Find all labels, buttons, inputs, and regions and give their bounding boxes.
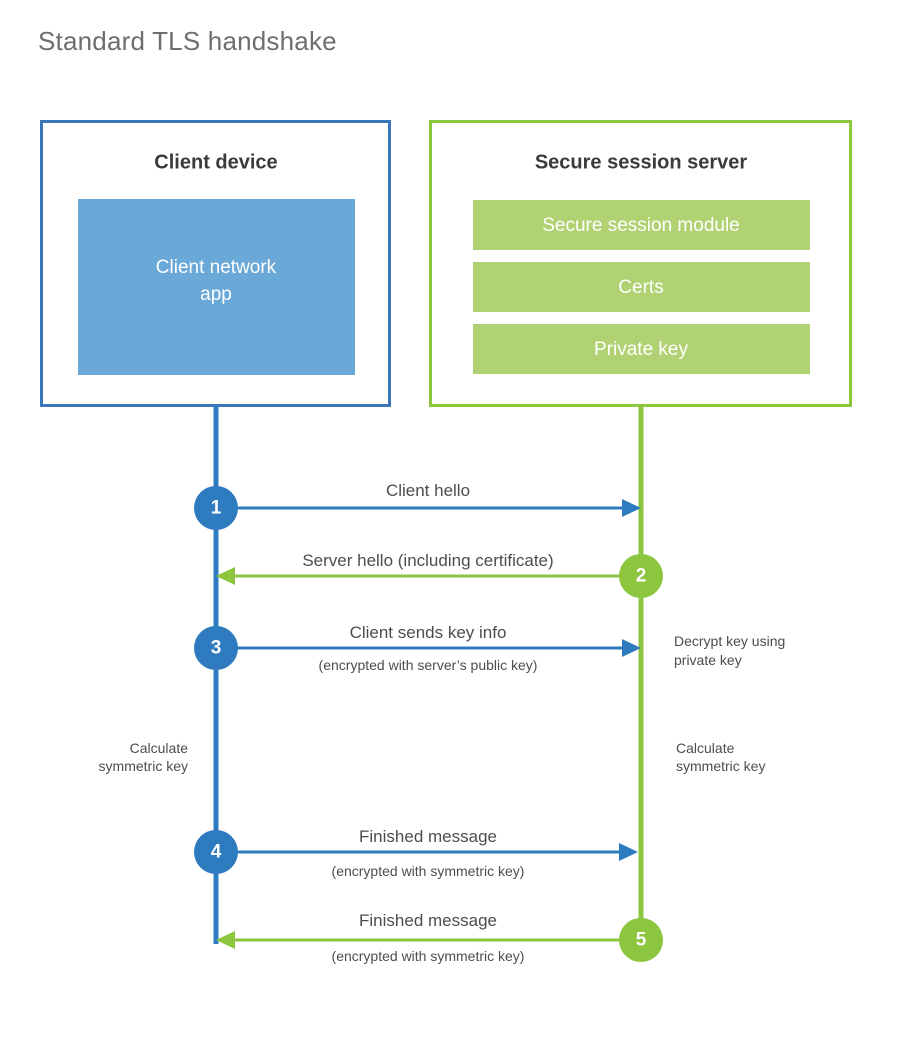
step-2-label: Server hello (including certificate) xyxy=(302,551,553,570)
step-5-label: Finished message xyxy=(359,911,497,930)
step-5-group: Finished message (encrypted with symmetr… xyxy=(216,911,663,964)
step-5-arrowhead xyxy=(216,931,235,949)
step-3-label: Client sends key info xyxy=(350,623,507,642)
client-device-box: Client device Client network app xyxy=(40,120,391,407)
secure-session-server-box: Secure session server Secure session mod… xyxy=(429,120,852,407)
client-calculate-symmetric-key-note: Calculate symmetric key xyxy=(99,740,189,774)
step-4-group: Finished message (encrypted with symmetr… xyxy=(194,827,638,879)
step-1-marker xyxy=(194,486,238,530)
step-3-number: 3 xyxy=(211,638,222,659)
server-module-label-2: Private key xyxy=(594,339,688,360)
server-module-block-2 xyxy=(473,324,810,374)
step-5-marker xyxy=(619,918,663,962)
client-calc-note-line2: symmetric key xyxy=(99,758,188,774)
client-network-app-block xyxy=(78,199,355,375)
step-2-marker xyxy=(619,554,663,598)
step-2-number: 2 xyxy=(636,566,647,587)
step-4-label: Finished message xyxy=(359,827,497,846)
step-3-group: Client sends key info (encrypted with se… xyxy=(194,623,641,673)
decrypt-key-note: Decrypt key using private key xyxy=(674,633,785,668)
client-network-app-label-line2: app xyxy=(200,284,232,305)
step-1-label: Client hello xyxy=(386,481,470,500)
decrypt-key-note-line2: private key xyxy=(674,652,742,668)
client-network-app-label-line1: Client network xyxy=(156,257,277,278)
server-calc-note-line1: Calculate xyxy=(676,740,735,756)
step-4-sublabel: (encrypted with symmetric key) xyxy=(332,863,525,879)
secure-session-server-title: Secure session server xyxy=(535,151,748,173)
step-2-group: Server hello (including certificate) 2 xyxy=(216,551,663,598)
step-3-arrowhead xyxy=(622,639,641,657)
step-1-number: 1 xyxy=(211,498,222,519)
server-module-label-1: Certs xyxy=(618,277,663,298)
step-1-group: Client hello 1 xyxy=(194,481,641,530)
decrypt-key-note-line1: Decrypt key using xyxy=(674,633,785,649)
step-5-sublabel: (encrypted with symmetric key) xyxy=(332,948,525,964)
server-calc-note-line2: symmetric key xyxy=(676,758,765,774)
step-1-arrowhead xyxy=(622,499,641,517)
server-module-block-1 xyxy=(473,262,810,312)
step-3-sublabel: (encrypted with server’s public key) xyxy=(319,657,538,673)
step-4-arrowhead xyxy=(619,843,638,861)
server-module-label-0: Secure session module xyxy=(542,215,740,236)
client-device-title: Client device xyxy=(154,151,277,173)
step-2-arrowhead xyxy=(216,567,235,585)
page-title: Standard TLS handshake xyxy=(38,26,337,56)
server-module-block-0 xyxy=(473,200,810,250)
step-3-marker xyxy=(194,626,238,670)
step-4-number: 4 xyxy=(211,842,222,863)
step-5-number: 5 xyxy=(636,930,647,951)
step-4-marker xyxy=(194,830,238,874)
server-calculate-symmetric-key-note: Calculate symmetric key xyxy=(676,740,765,774)
client-calc-note-line1: Calculate xyxy=(130,740,189,756)
